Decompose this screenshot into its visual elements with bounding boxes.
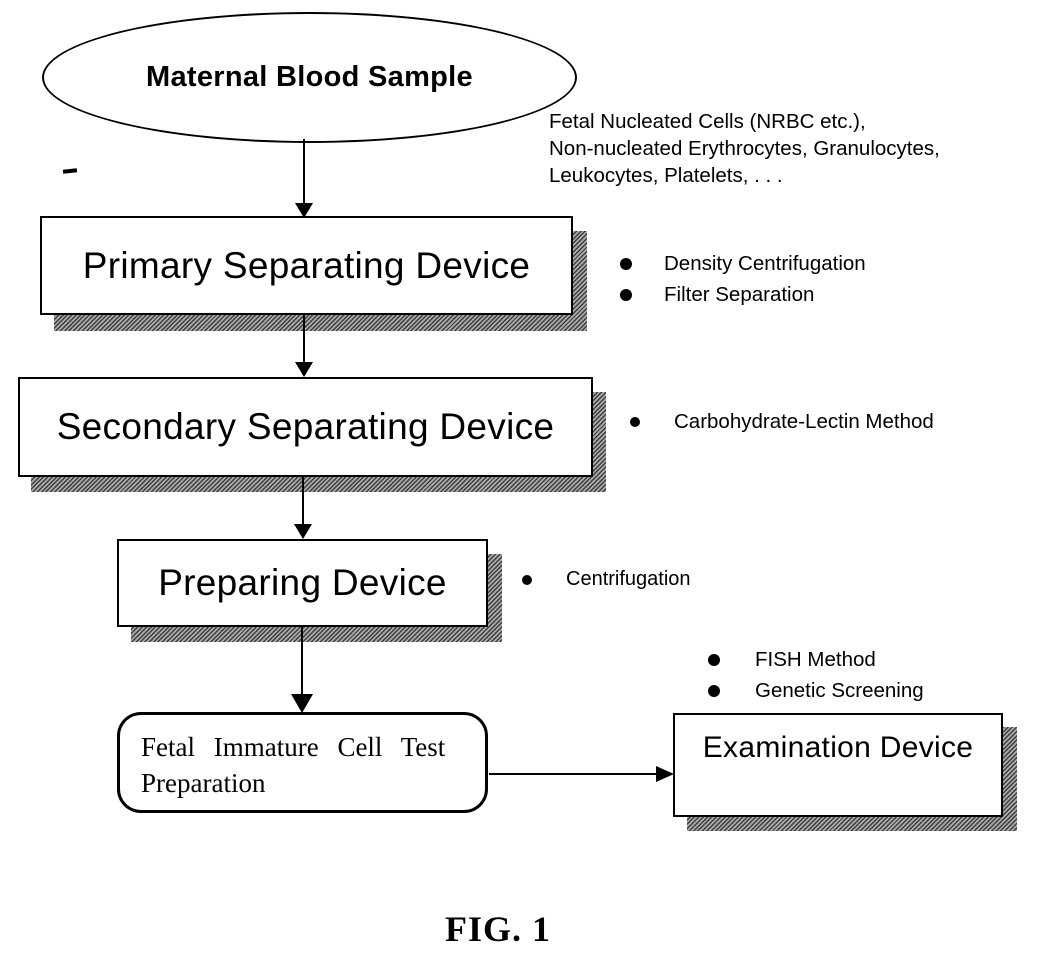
fetal-prep-label-line2: Preparation xyxy=(141,768,266,798)
arrow-prep-to-exam-head xyxy=(656,766,674,782)
fetal-prep-node: Fetal Immature Cell Test Preparation xyxy=(117,712,488,813)
arrow-secondary-to-preparing-line xyxy=(302,477,305,525)
secondary-bullet-list: Carbohydrate-Lectin Method xyxy=(630,410,934,441)
bullet-dot-icon xyxy=(708,654,720,666)
bullet-item: Genetic Screening xyxy=(708,679,924,703)
arrow-primary-to-secondary-head xyxy=(295,362,313,377)
bullet-item: FISH Method xyxy=(708,648,924,672)
sample-components-note: Fetal Nucleated Cells (NRBC etc.), Non-n… xyxy=(549,108,940,189)
primary-device-box: Primary Separating Device xyxy=(40,216,573,315)
maternal-blood-sample-node: Maternal Blood Sample xyxy=(42,12,577,143)
examination-device-box: Examination Device xyxy=(673,713,1003,817)
maternal-blood-sample-label: Maternal Blood Sample xyxy=(146,61,473,93)
bullet-item: Density Centrifugation xyxy=(620,252,866,276)
bullet-dot-icon xyxy=(630,417,640,427)
arrow-preparing-to-prep-line xyxy=(301,627,304,695)
primary-device-label: Primary Separating Device xyxy=(82,244,531,286)
stray-mark xyxy=(62,168,78,174)
bullet-dot-icon xyxy=(620,258,632,270)
bullet-dot-icon xyxy=(708,685,720,697)
sample-components-line: Fetal Nucleated Cells (NRBC etc.), xyxy=(549,110,866,133)
examination-device-label: Examination Device xyxy=(702,731,974,764)
sample-components-line: Leukocytes, Platelets, . . . xyxy=(549,164,783,187)
arrow-ellipse-to-primary-head xyxy=(295,203,313,218)
arrow-secondary-to-preparing-head xyxy=(294,524,312,539)
secondary-device-label: Secondary Separating Device xyxy=(56,406,555,447)
bullet-item: Centrifugation xyxy=(522,568,691,591)
fetal-prep-label-line1: Fetal Immature Cell Test xyxy=(141,732,446,762)
bullet-dot-icon xyxy=(522,574,532,585)
bullet-item: Carbohydrate-Lectin Method xyxy=(630,410,934,434)
arrow-prep-to-exam-line xyxy=(489,773,657,776)
preparing-device-label: Preparing Device xyxy=(158,562,447,603)
arrow-primary-to-secondary-line xyxy=(303,315,306,363)
examination-bullet-list: FISH Method Genetic Screening xyxy=(708,648,924,710)
sample-components-line: Non-nucleated Erythrocytes, Granulocytes… xyxy=(549,137,940,160)
preparing-bullet-list: Centrifugation xyxy=(522,568,691,598)
bullet-item: Filter Separation xyxy=(620,283,866,307)
arrow-preparing-to-prep-head xyxy=(291,694,313,713)
preparing-device-box: Preparing Device xyxy=(117,539,488,627)
secondary-device-box: Secondary Separating Device xyxy=(18,377,593,477)
arrow-ellipse-to-primary-line xyxy=(303,139,306,205)
primary-bullet-list: Density Centrifugation Filter Separation xyxy=(620,252,866,314)
figure-caption: FIG. 1 xyxy=(444,909,551,949)
bullet-dot-icon xyxy=(620,289,632,301)
